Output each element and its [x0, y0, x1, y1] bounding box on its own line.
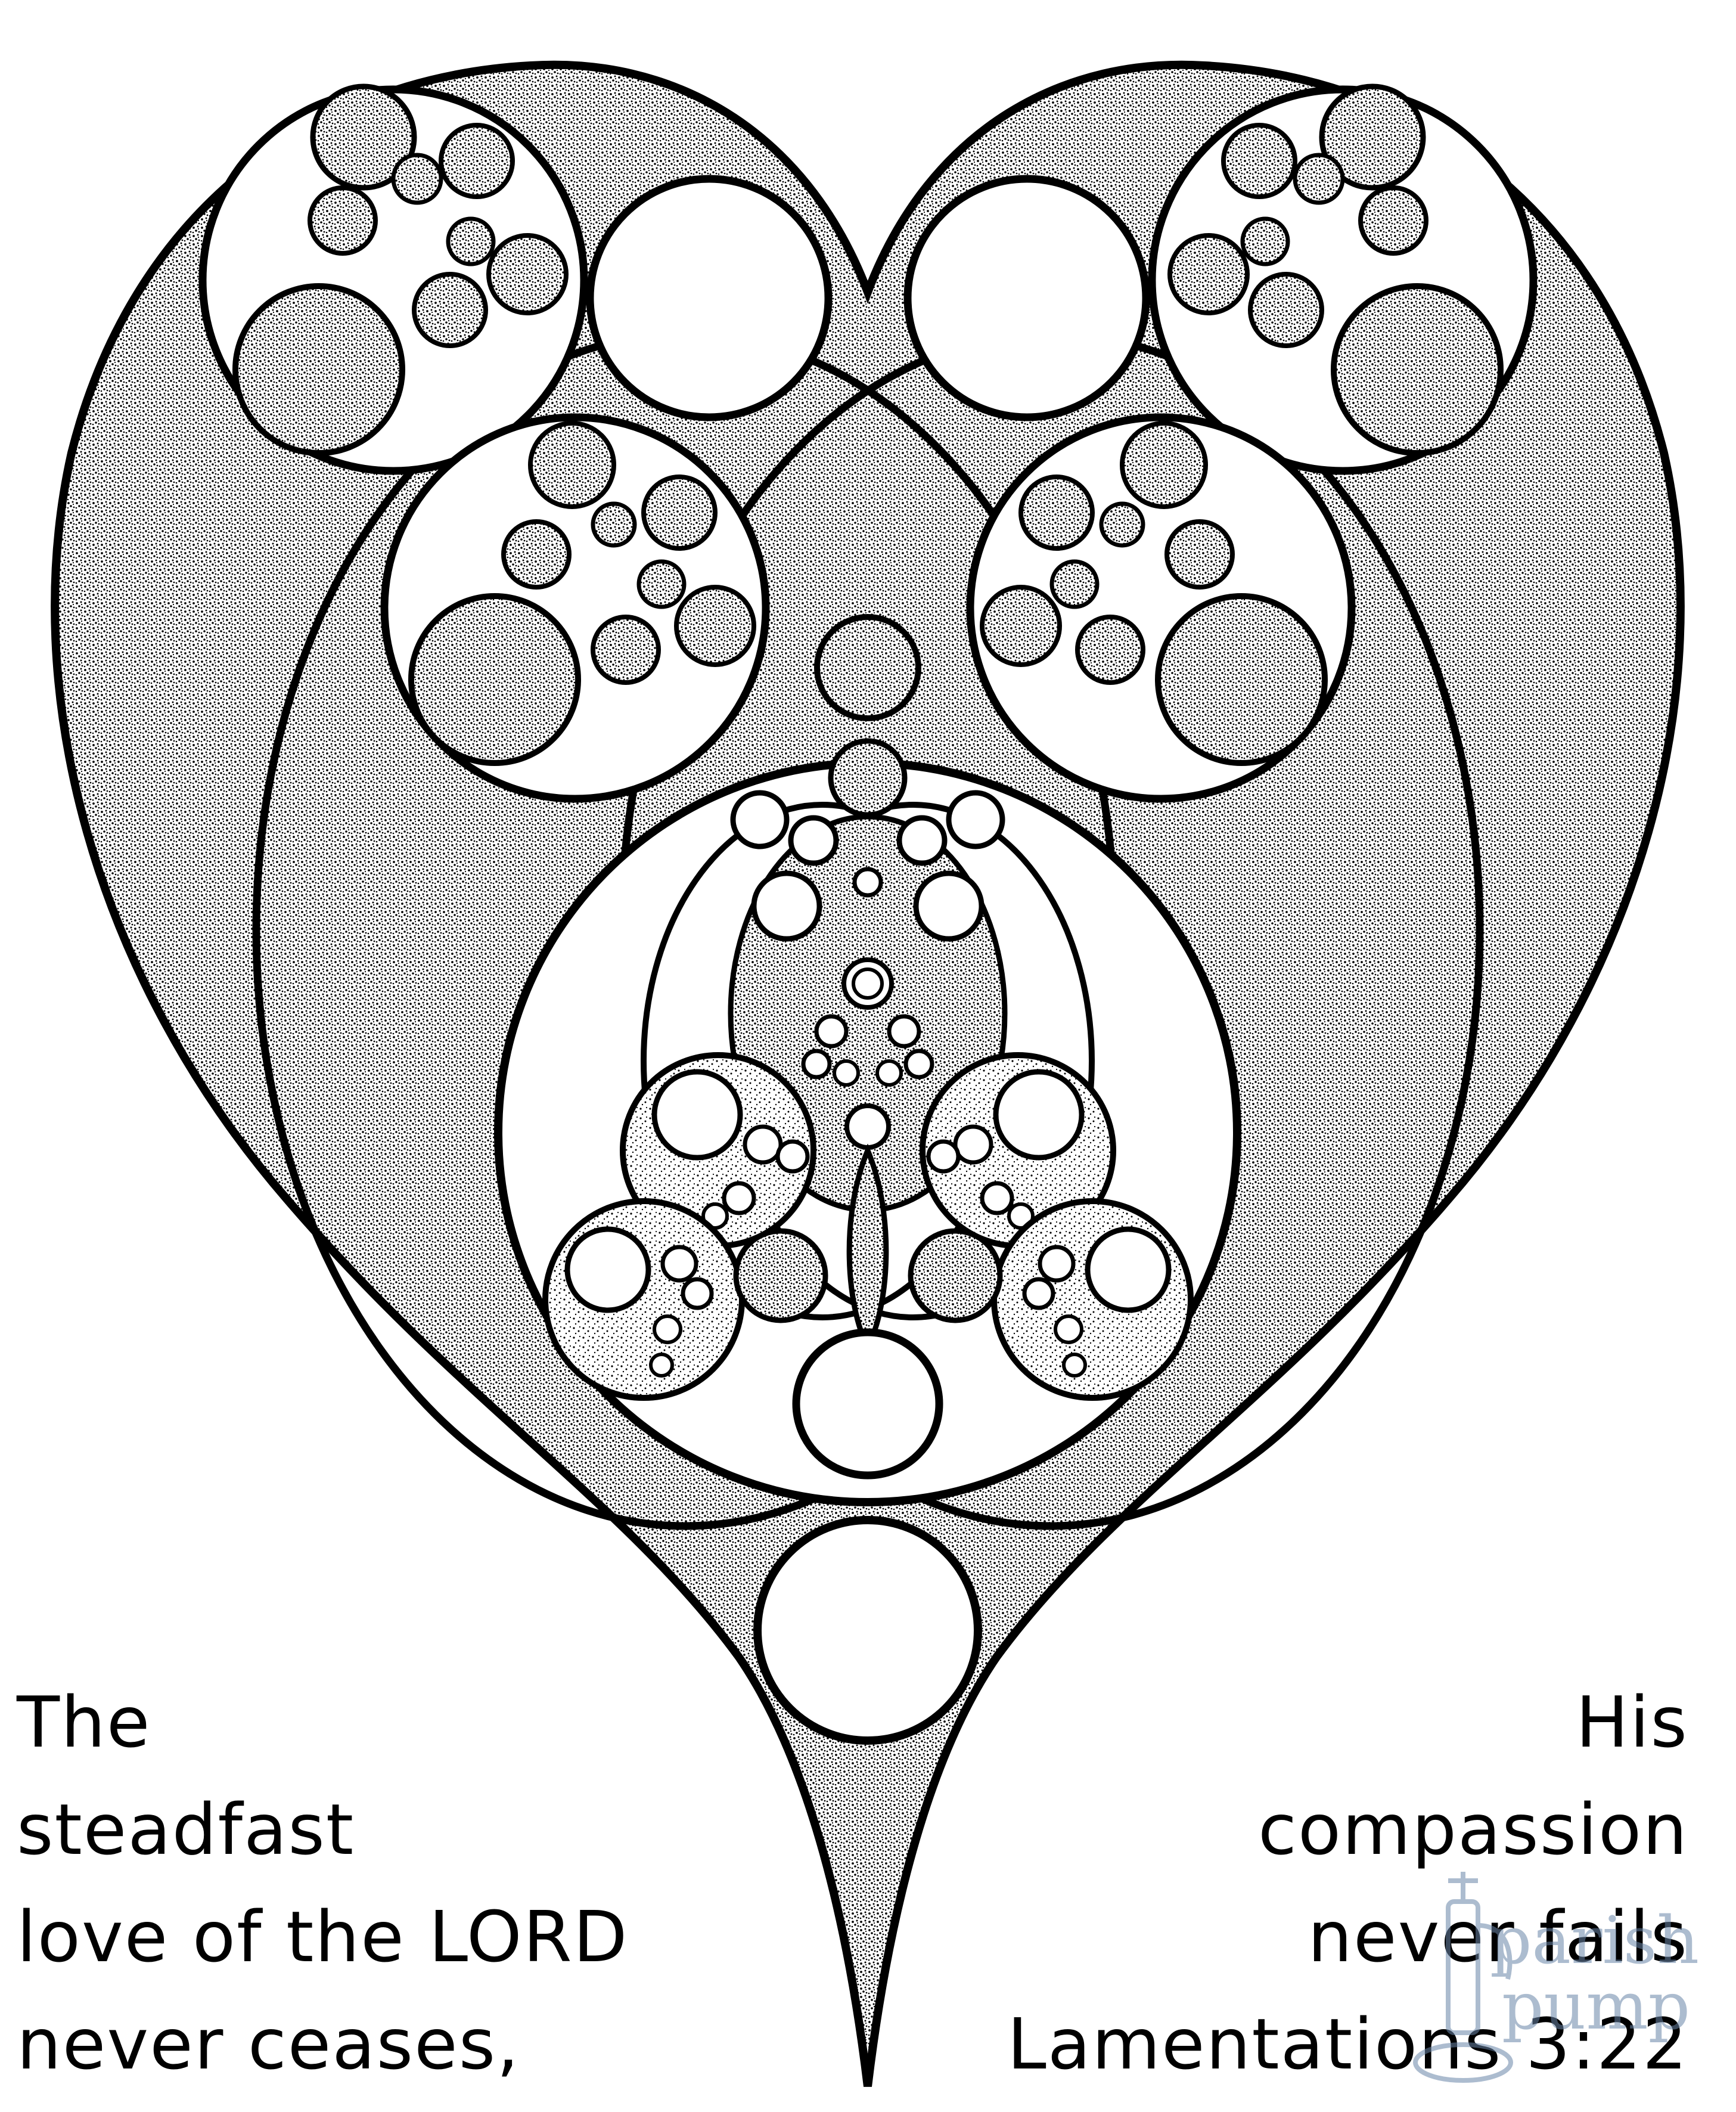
verse-right-line-2: compassion	[1258, 1788, 1688, 1871]
verse-left-line-3: love of the LORD	[17, 1896, 629, 1978]
verse-right-line-1: His	[1576, 1681, 1688, 1763]
bottom-lower-white-circle	[753, 1516, 982, 1745]
verse-right-line-3: never fails	[1308, 1896, 1688, 1978]
rosette-mid-left	[380, 413, 770, 803]
watermark-brand-bottom: pump	[1502, 1968, 1690, 2044]
verse-left-line-2: steadfast	[17, 1788, 355, 1871]
center-crown-circle	[828, 738, 908, 818]
verse-left-line-1: The	[17, 1681, 151, 1763]
top-left-white-circle	[586, 175, 833, 421]
rosette-low-right	[920, 1052, 1116, 1249]
rosette-bottom-right	[908, 1198, 1194, 1401]
watermark-brand-top: parish	[1490, 1902, 1700, 1978]
bottom-upper-white-circle	[792, 1328, 943, 1480]
parish-pump-watermark: parish pump	[1406, 1836, 1728, 2098]
pump-logo-icon	[1413, 1872, 1513, 2083]
rosette-top-left	[198, 83, 588, 475]
rosette-top-right	[1148, 83, 1538, 475]
rosette-mid-right	[966, 413, 1356, 803]
verse-left-line-4: never ceases,	[17, 2003, 520, 2085]
central-column-circles	[730, 790, 1005, 1150]
top-right-white-circle	[903, 175, 1150, 421]
center-top-circle	[814, 614, 921, 721]
verse-reference: Lamentations 3:22	[1007, 2003, 1688, 2085]
rosette-bottom-left	[542, 1198, 828, 1401]
